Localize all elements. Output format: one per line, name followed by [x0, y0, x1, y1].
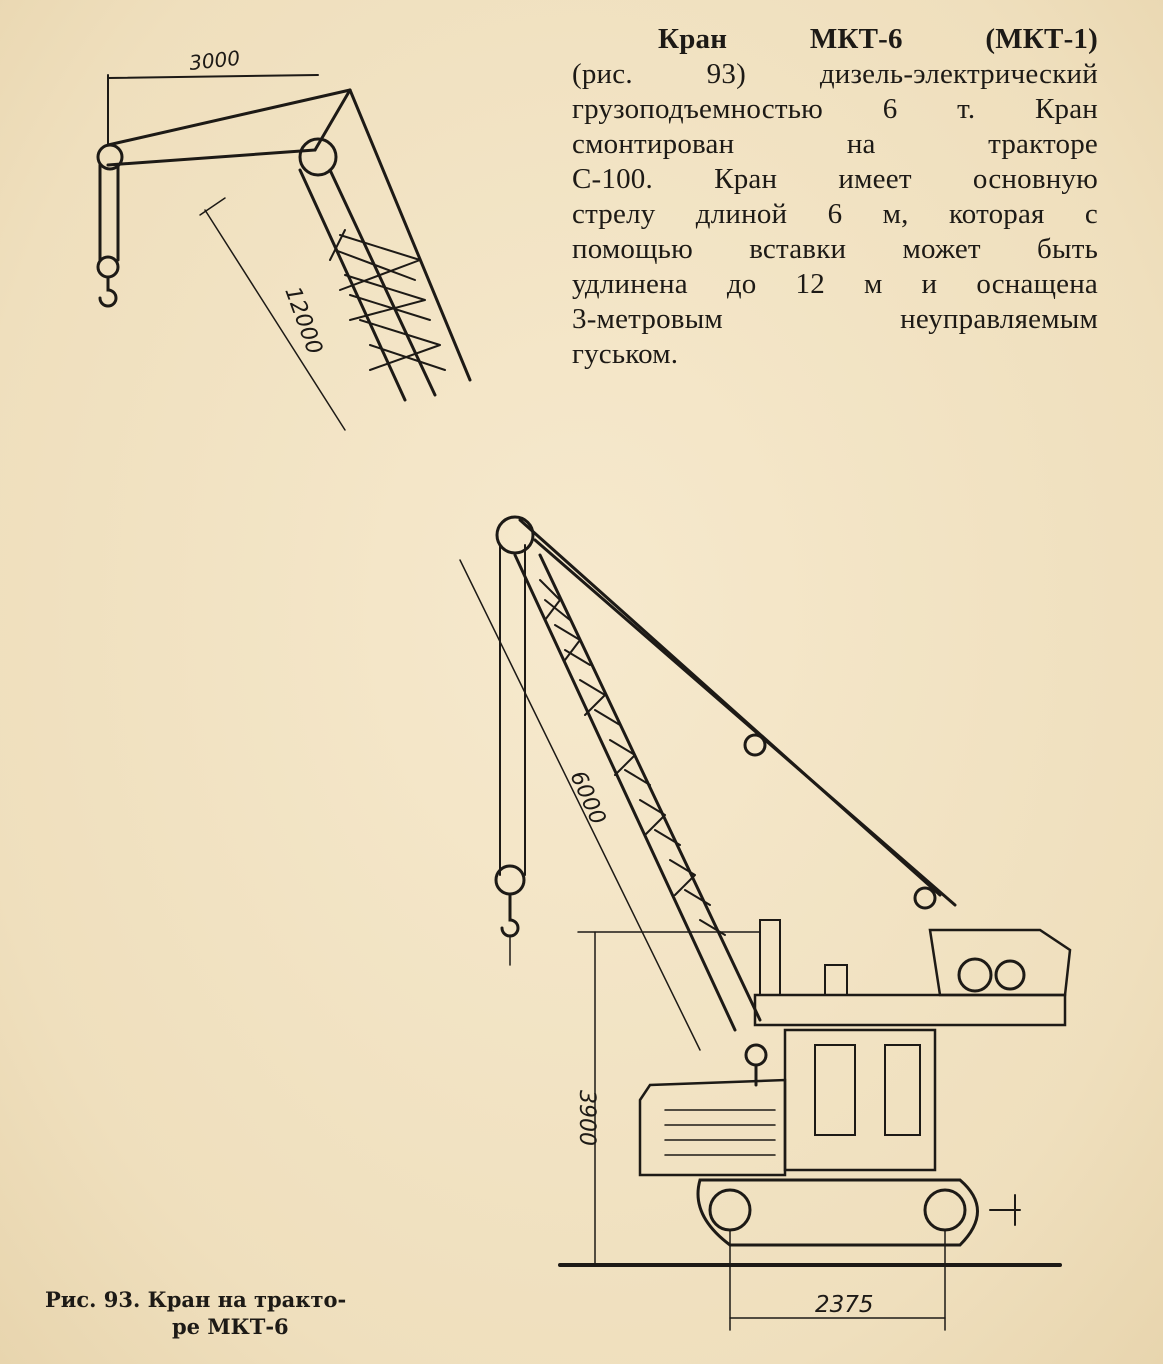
- text-line: грузоподъемностью 6 т. Кран: [572, 93, 1098, 125]
- text-line: удлинена до 12 м и оснащена: [572, 268, 1098, 300]
- dimension-label: 2375: [815, 1292, 874, 1318]
- body-paragraph: Кран МКТ-6 (МКТ-1) (рис. 93) дизель-элек…: [572, 22, 1098, 372]
- dimension-label: 12000: [279, 284, 326, 358]
- text-line: помощью вставки может быть: [572, 233, 1098, 265]
- extended-boom-drawing: 3000 12000: [96, 46, 472, 431]
- text-line: стрелу длиной 6 м, которая с: [572, 198, 1098, 230]
- crane-on-tractor-drawing: 6000 3900 2375: [459, 515, 1072, 1331]
- text-line: С-100. Кран имеет основную: [572, 163, 1098, 195]
- dimension-label: 6000: [565, 767, 611, 828]
- text-line: 3-метровым неуправляемым: [572, 303, 1098, 335]
- caption-line: Рис. 93. Кран на тракто-: [45, 1287, 347, 1312]
- dimension-label: 3000: [188, 46, 241, 75]
- text-line: (рис. 93) дизель-электрический: [572, 58, 1098, 90]
- text-line: смонтирован на тракторе: [572, 128, 1098, 160]
- caption-line: ре МКТ-6: [172, 1314, 289, 1339]
- dimension-label: 3900: [574, 1090, 599, 1146]
- figure-caption: Рис. 93. Кран на тракто- ре МКТ-6: [45, 1286, 346, 1340]
- text-line: Кран МКТ-6 (МКТ-1): [658, 23, 1098, 55]
- text-line: гуськом.: [572, 338, 679, 370]
